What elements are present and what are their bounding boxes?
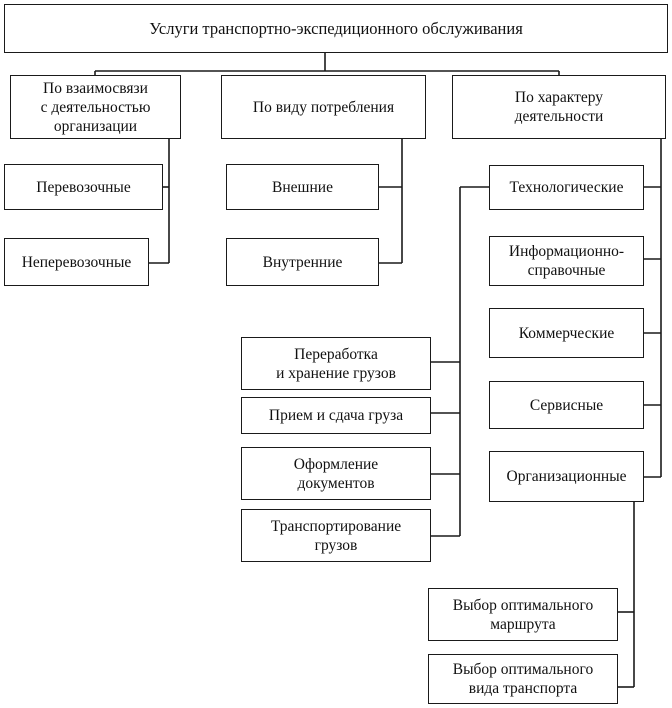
activity-item-organizational: Организационные <box>489 451 644 502</box>
consumption-item-internal: Внутренние <box>226 238 379 286</box>
relation-item-transport: Перевозочные <box>4 164 163 210</box>
relation-item-non-transport: Неперевозочные <box>4 238 149 286</box>
activity-item-information: Информационно- справочные <box>489 236 644 286</box>
activity-item-commercial: Коммерческие <box>489 308 644 358</box>
category-consumption: По виду потребления <box>221 75 426 139</box>
category-activity: По характеру деятельности <box>452 75 666 139</box>
org-item-transport-type: Выбор оптимального вида транспорта <box>428 654 618 704</box>
diagram-title: Услуги транспортно-экспедиционного обслу… <box>4 4 668 53</box>
org-item-route: Выбор оптимального маршрута <box>428 588 618 641</box>
activity-item-service: Сервисные <box>489 381 644 429</box>
tech-item-documents: Оформление документов <box>241 447 431 500</box>
category-relation: По взаимосвязи с деятельностью организац… <box>10 75 181 139</box>
activity-item-technological: Технологические <box>489 165 644 210</box>
tech-item-transportation: Транспортирование грузов <box>241 509 431 562</box>
tech-item-processing-storage: Переработка и хранение грузов <box>241 337 431 390</box>
consumption-item-external: Внешние <box>226 164 379 210</box>
tech-item-acceptance-delivery: Прием и сдача груза <box>241 397 431 434</box>
